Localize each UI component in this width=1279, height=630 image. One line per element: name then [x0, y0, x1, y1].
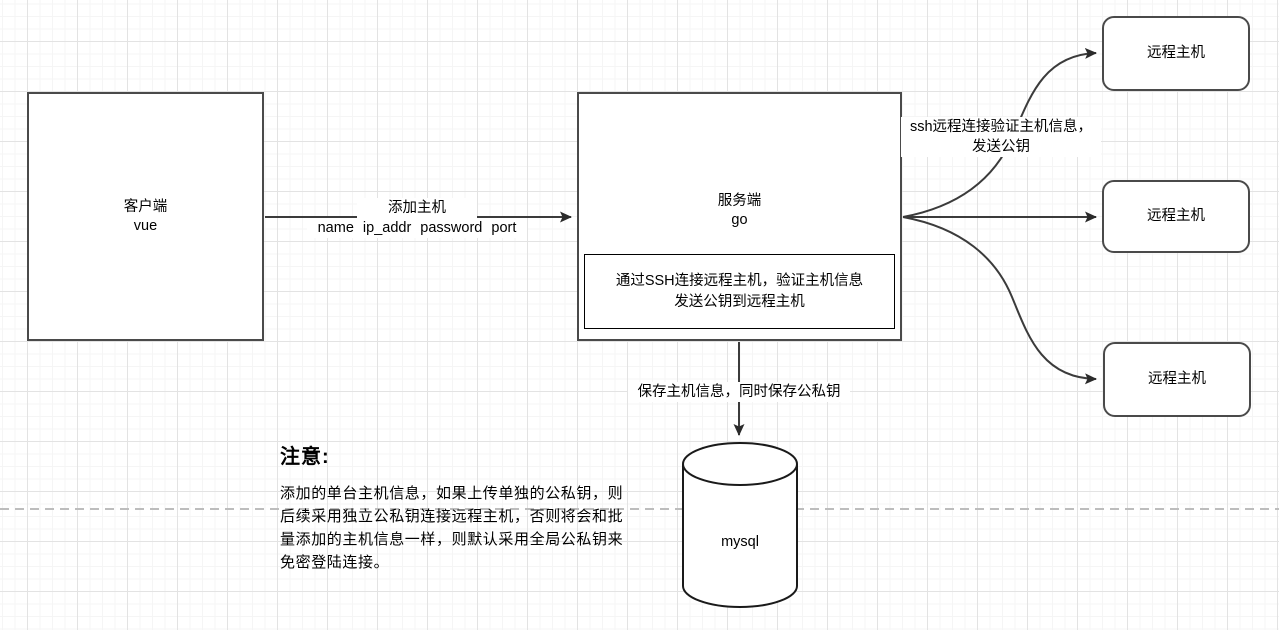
server-title-block: 服务端 go	[579, 192, 900, 230]
server-subtitle: go	[731, 212, 748, 228]
edge-label-ssh-verify: ssh远程连接验证主机信息， 发送公钥	[901, 117, 1101, 157]
server-inner-box: 通过SSH连接远程主机，验证主机信息 发送公钥到远程主机	[584, 254, 895, 329]
server-inner-line-1: 通过SSH连接远程主机，验证主机信息	[615, 272, 864, 289]
note-line: 免密登陆连接。	[280, 554, 390, 571]
note-line: 量添加的主机信息一样，则默认采用全局公私钥来	[280, 531, 624, 548]
edge-label-add-host-line-1: 添加主机	[357, 198, 477, 218]
note-line: 添加的单台主机信息，如果上传单独的公私钥，则	[280, 485, 624, 502]
mysql-cylinder	[682, 442, 798, 608]
edge-label-ssh-verify-line-1: ssh远程连接验证主机信息，	[909, 119, 1093, 135]
server-title: 服务端	[717, 193, 762, 209]
remote-host-label: 远程主机	[1147, 45, 1205, 61]
client-subtitle: vue	[133, 217, 158, 234]
edge-label-ssh-verify-line-2: 发送公钥	[972, 139, 1030, 155]
remote-host-box-1: 远程主机	[1102, 16, 1250, 91]
mysql-label: mysql	[721, 534, 759, 550]
note-body: 添加的单台主机信息，如果上传单独的公私钥，则 后续采用独立公私钥连接远程主机，否…	[280, 482, 630, 574]
note-block: 注意: 添加的单台主机信息，如果上传单独的公私钥，则 后续采用独立公私钥连接远程…	[280, 440, 630, 574]
remote-host-box-3: 远程主机	[1103, 342, 1251, 417]
edge-label-add-host-line-2: name ip_addr password port	[307, 218, 527, 238]
remote-host-label: 远程主机	[1148, 371, 1206, 387]
server-box: 服务端 go 通过SSH连接远程主机，验证主机信息 发送公钥到远程主机	[577, 92, 902, 341]
client-title: 客户端	[123, 198, 168, 215]
server-inner-line-2: 发送公钥到远程主机	[674, 293, 805, 310]
remote-host-label: 远程主机	[1147, 208, 1205, 224]
arrow-server-to-host-3	[902, 216, 1097, 385]
note-title: 注意:	[280, 446, 330, 468]
note-line: 后续采用独立公私钥连接远程主机，否则将会和批	[280, 508, 624, 525]
client-box: 客户端 vue	[27, 92, 264, 341]
edge-label-save-info: 保存主机信息，同时保存公私钥	[628, 382, 850, 402]
remote-host-box-2: 远程主机	[1102, 180, 1250, 253]
